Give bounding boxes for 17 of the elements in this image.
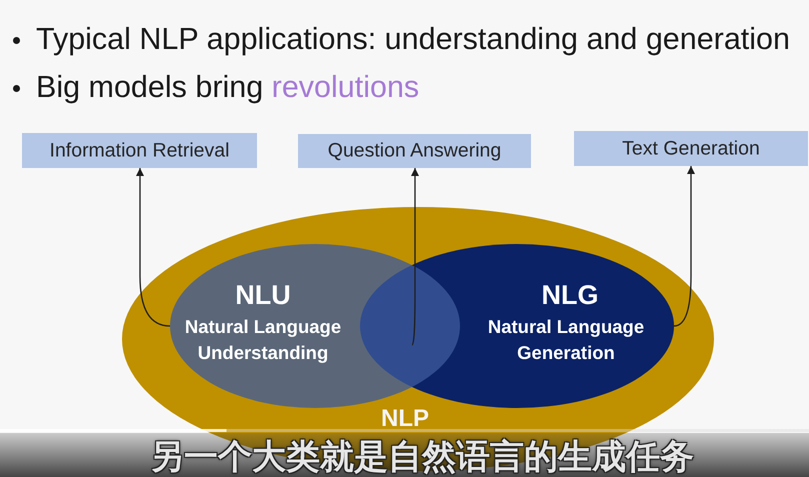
application-label: Information Retrieval [50, 139, 230, 162]
arrow [411, 168, 419, 346]
bullet-text: Big models bring revolutions [36, 70, 420, 105]
arrow [674, 166, 695, 327]
ellipse-heading: NLU [235, 280, 291, 311]
application-box [574, 131, 808, 166]
application-label: Text Generation [622, 137, 760, 160]
ellipse-caption: Natural Language Generation [486, 315, 646, 365]
application-box [22, 133, 257, 168]
ellipse-heading: NLG [542, 280, 598, 311]
arrow [136, 168, 170, 327]
ellipse-label: NLP [381, 405, 429, 433]
application-box [298, 134, 531, 168]
application-label: Question Answering [328, 140, 502, 162]
left-ellipse [170, 244, 460, 408]
bullet-text: Typical NLP applications: understanding and generation [36, 22, 790, 57]
ellipse-caption: Natural Language Understanding [184, 315, 342, 365]
